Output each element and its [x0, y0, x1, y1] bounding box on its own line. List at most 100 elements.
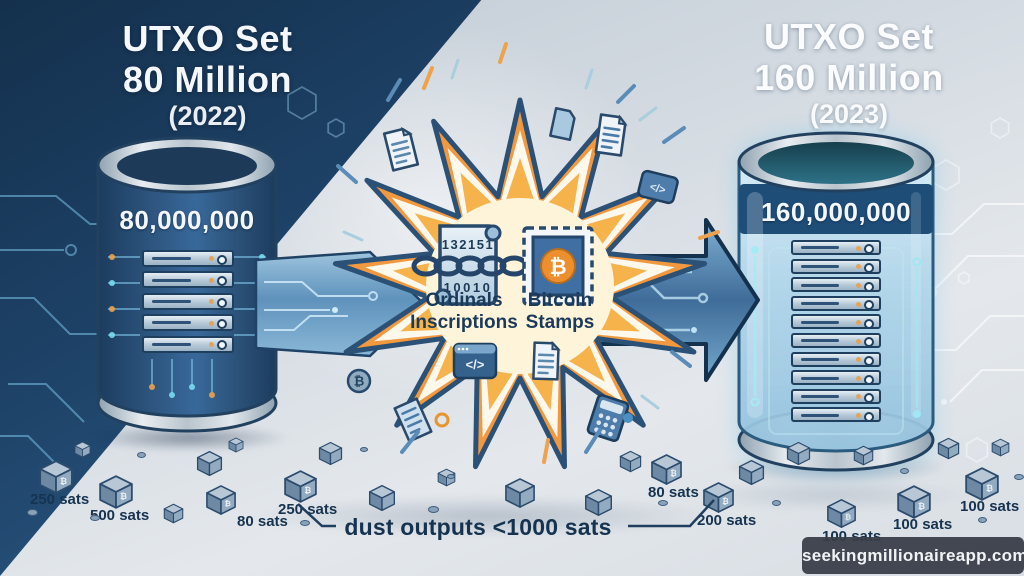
coin-btc-symbol: ₿	[354, 375, 365, 390]
scroll-binary-top: 132151	[442, 237, 494, 252]
pebble-decor	[90, 515, 100, 521]
server-led-white	[863, 393, 874, 404]
svg-text:₿: ₿	[845, 512, 851, 521]
document-icon	[594, 113, 628, 157]
pebble-decor	[360, 447, 368, 452]
sat-label: 200 sats	[697, 512, 757, 529]
dust-cube	[318, 441, 343, 471]
server-led-white	[863, 411, 874, 422]
left-title-line2: 80 Million	[122, 59, 293, 100]
pebble-decor	[428, 506, 439, 513]
dust-caption: dust outputs <1000 sats	[344, 514, 612, 540]
server-unit	[791, 295, 881, 311]
code-chip-icon: </>	[637, 169, 679, 205]
ordinals-label-line1: Ordinals	[425, 290, 503, 311]
pebble-decor	[772, 500, 781, 506]
ordinals-scroll-icon: 132151 10010	[411, 224, 529, 306]
ordinals-label: Ordinals Inscriptions	[398, 290, 530, 334]
right-title-line1: UTXO Set	[763, 16, 935, 57]
pebble-decor	[137, 452, 146, 458]
left-server-stack	[142, 250, 234, 353]
server-unit	[142, 250, 234, 267]
server-led-orange	[208, 256, 214, 262]
dust-cube	[74, 441, 91, 463]
server-led-orange	[208, 341, 214, 347]
right-server-stack	[791, 240, 881, 423]
sat-label: 80 sats	[648, 484, 699, 501]
server-slot	[800, 283, 839, 287]
server-led-orange	[855, 301, 861, 307]
svg-text:₿: ₿	[225, 499, 231, 508]
dust-cube	[853, 445, 874, 471]
server-led-orange	[855, 357, 861, 363]
server-slot	[800, 339, 839, 343]
pebble-decor	[900, 468, 909, 474]
server-led-white	[216, 254, 227, 265]
server-slot	[151, 321, 191, 325]
server-slot	[800, 376, 839, 380]
server-slot	[151, 299, 191, 303]
stamp-btc-symbol: ₿	[549, 255, 566, 279]
dust-cube	[437, 468, 456, 492]
scroll-binary-bottom: 10010	[444, 280, 493, 295]
server-led-orange	[855, 394, 861, 400]
server-led-white	[216, 319, 227, 330]
server-led-orange	[855, 245, 861, 251]
ordinals-label-line2: Inscriptions	[410, 312, 518, 333]
dust-cube	[504, 477, 536, 514]
server-unit	[791, 314, 881, 330]
server-slot	[151, 278, 191, 282]
stamps-label-line2: Stamps	[525, 312, 595, 333]
server-led-orange	[855, 375, 861, 381]
server-led-white	[863, 281, 874, 292]
pebble-decor	[27, 509, 38, 516]
server-unit	[142, 314, 234, 332]
sat-label: 250 sats	[30, 491, 90, 508]
server-unit	[142, 271, 234, 289]
right-title-line2: 160 Million	[754, 57, 944, 98]
bitcoin-stamp-icon: ₿	[522, 226, 594, 306]
stamps-label-line1: Bitcoin	[527, 290, 593, 311]
dust-cube	[937, 437, 960, 465]
stamps-label: Bitcoin Stamps	[518, 290, 602, 334]
code-window-icon: </>	[452, 342, 498, 380]
server-slot	[800, 320, 839, 324]
svg-text:₿: ₿	[918, 501, 925, 512]
sat-label: 250 sats	[278, 501, 338, 518]
dust-cube: ₿	[650, 453, 683, 491]
dust-cube	[228, 437, 244, 458]
svg-text:₿: ₿	[60, 476, 67, 487]
svg-text:₿: ₿	[670, 469, 677, 478]
server-led-white	[216, 276, 227, 287]
server-slot	[800, 413, 839, 417]
svg-text:₿: ₿	[304, 485, 311, 495]
server-led-orange	[855, 264, 861, 270]
sat-label: 100 sats	[960, 498, 1020, 515]
left-title: UTXO Set 80 Million (2022)	[75, 18, 340, 133]
server-slot	[800, 246, 839, 250]
dust-cube: ₿	[826, 498, 857, 534]
dust-cube	[738, 459, 765, 491]
svg-text:₿: ₿	[986, 483, 993, 494]
right-title: UTXO Set 160 Million (2023)	[718, 16, 980, 131]
server-slot	[151, 257, 191, 261]
server-unit	[791, 370, 881, 386]
server-led-white	[216, 340, 227, 351]
server-unit	[791, 388, 881, 404]
server-led-orange	[855, 320, 861, 326]
dust-cube	[196, 450, 223, 482]
server-unit	[142, 335, 234, 353]
server-led-orange	[855, 282, 861, 288]
right-cylinder-value: 160,000,000	[760, 197, 912, 227]
dust-cube	[619, 450, 642, 478]
page-icon	[549, 106, 576, 142]
dust-cube: ₿	[98, 474, 134, 515]
server-slot	[800, 357, 839, 361]
server-led-white	[863, 300, 874, 311]
server-led-white	[216, 297, 227, 308]
server-unit	[791, 258, 881, 274]
server-slot	[800, 302, 839, 306]
server-led-white	[863, 318, 874, 329]
server-unit	[791, 240, 881, 255]
